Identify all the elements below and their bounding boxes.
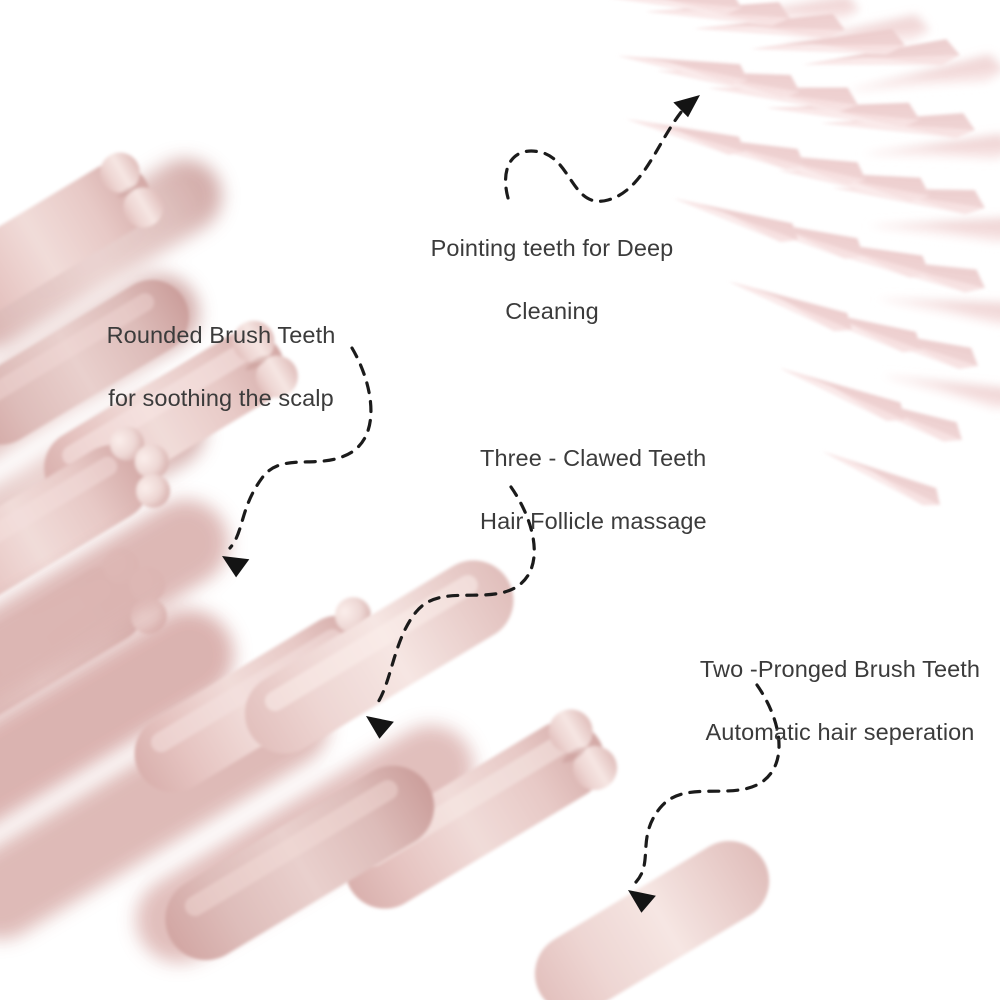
annotation-three-clawed-teeth-label: Three - Clawed Teeth Hair Follicle massa… [480, 412, 730, 568]
annotation-line: Pointing teeth for Deep [430, 235, 674, 262]
arrow-two-pronged [634, 683, 781, 884]
arrowhead-two-pronged [628, 890, 656, 913]
annotation-line: for soothing the scalp [108, 384, 334, 411]
arrowhead-three-clawed [366, 716, 394, 739]
annotation-line: Rounded Brush Teeth [106, 322, 336, 349]
annotation-line: Three - Clawed Teeth [480, 445, 707, 472]
annotation-line: Two -Pronged Brush Teeth [699, 656, 981, 683]
arrowhead-rounded-teeth [222, 556, 250, 578]
arrow-heads [222, 95, 700, 913]
annotation-pointing-teeth-label: Pointing teeth for Deep Cleaning [418, 202, 686, 358]
arrow-pointing-teeth [503, 98, 694, 203]
annotation-two-pronged-brush-teeth-label: Two -Pronged Brush Teeth Automatic hair … [690, 623, 990, 779]
tooth-cluster-bottom [0, 499, 770, 1000]
annotation-rounded-brush-teeth-label: Rounded Brush Teeth for soothing the sca… [96, 289, 346, 445]
arrow-rounded-teeth [228, 346, 373, 550]
arrow-three-clawed [372, 485, 536, 710]
annotation-line: Hair Follicle massage [480, 507, 707, 534]
annotation-line: Automatic hair seperation [705, 718, 975, 745]
arrowhead-pointing-teeth [673, 95, 700, 118]
arrow-group [228, 98, 781, 884]
annotation-line: Cleaning [505, 297, 599, 324]
